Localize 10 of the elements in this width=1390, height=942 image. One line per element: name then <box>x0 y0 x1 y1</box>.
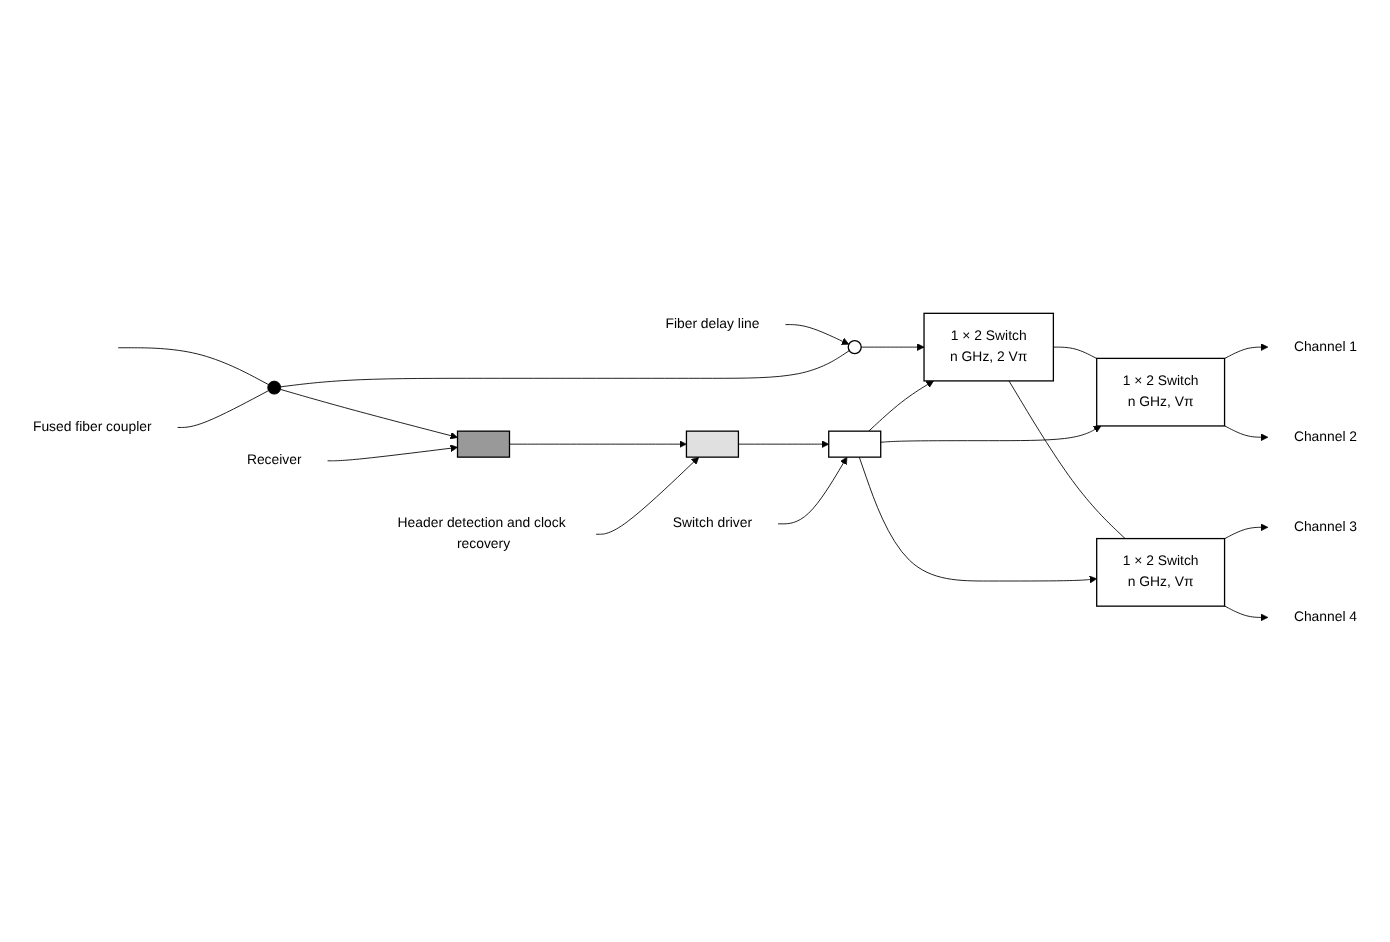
node-circle <box>847 339 862 355</box>
node-box <box>828 430 882 458</box>
connector <box>177 390 269 428</box>
connector <box>117 347 269 385</box>
connector <box>1008 380 1126 539</box>
connector <box>280 350 850 388</box>
node-junction <box>267 380 282 395</box>
connector <box>1052 346 1098 359</box>
node-box <box>685 430 740 458</box>
node-box <box>456 430 511 458</box>
